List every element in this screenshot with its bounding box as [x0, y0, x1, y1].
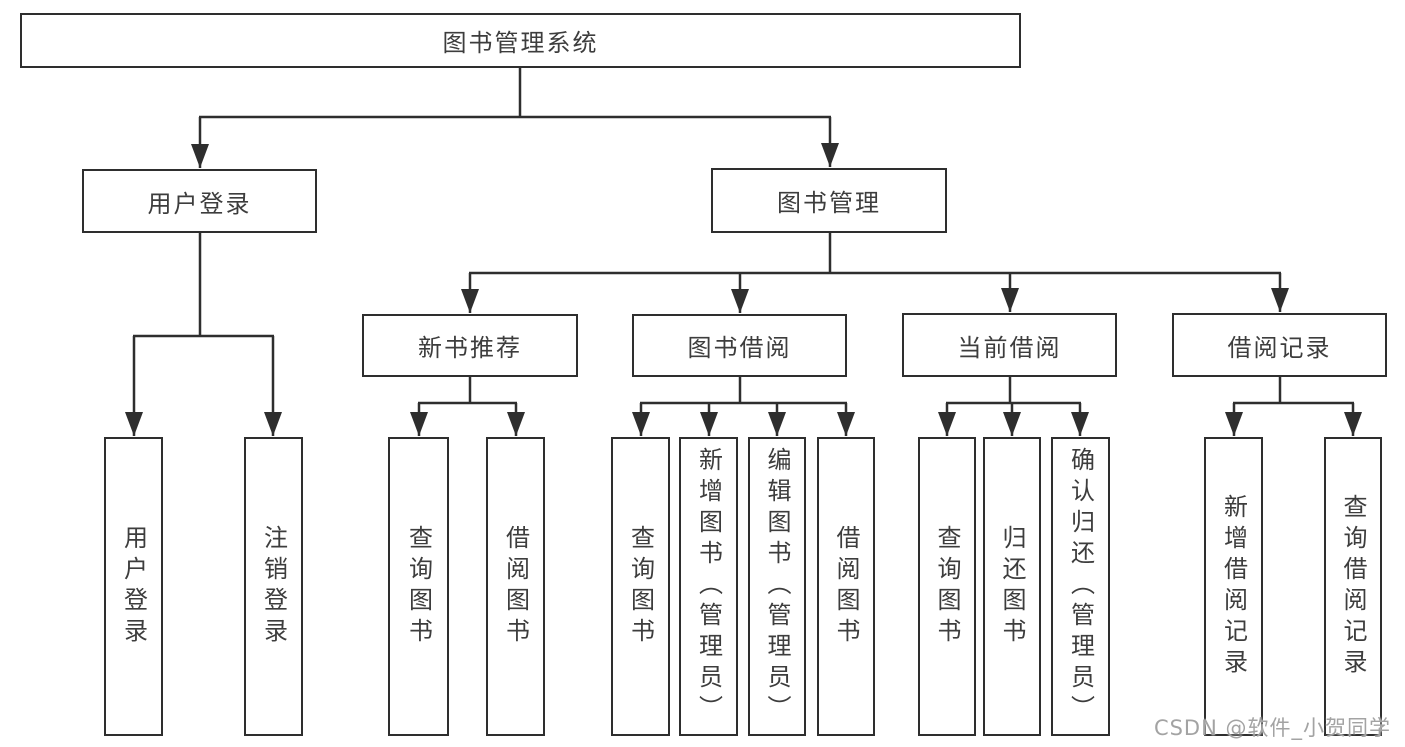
leaf-new-borrow-books-label: 借阅图书 [501, 524, 530, 649]
leaf-current-query-books: 查询图书 [918, 437, 976, 736]
node-book-management: 图书管理 [711, 168, 947, 233]
leaf-current-query-books-label: 查询图书 [933, 524, 961, 649]
leaf-current-return-books-label: 归还图书 [998, 524, 1026, 649]
leaf-new-borrow-books: 借阅图书 [486, 437, 545, 736]
node-borrowing-records: 借阅记录 [1172, 313, 1387, 377]
node-book-management-system: 图书管理系统 [20, 13, 1021, 68]
node-book-borrowing: 图书借阅 [632, 314, 847, 377]
node-user-login: 用户登录 [82, 169, 317, 233]
leaf-new-query-books: 查询图书 [388, 437, 449, 736]
leaf-borrow-add-books-admin: 新增图书（管理员） [679, 437, 738, 736]
leaf-borrow-borrow-books: 借阅图书 [817, 437, 875, 736]
leaf-records-add-record: 新增借阅记录 [1204, 437, 1263, 736]
leaf-current-confirm-return-admin-label: 确认归还（管理员） [1066, 447, 1095, 726]
leaf-borrow-edit-books-admin: 编辑图书（管理员） [748, 437, 806, 736]
connector-group [125, 68, 1362, 436]
node-current-borrowing: 当前借阅 [902, 313, 1117, 377]
leaf-borrow-query-books: 查询图书 [611, 437, 670, 736]
leaf-new-query-books-label: 查询图书 [404, 524, 433, 649]
leaf-borrow-query-books-label: 查询图书 [626, 524, 655, 649]
leaf-logout: 注销登录 [244, 437, 303, 736]
leaf-current-confirm-return-admin: 确认归还（管理员） [1051, 437, 1110, 736]
leaf-borrow-add-books-admin-label: 新增图书（管理员） [694, 447, 723, 726]
leaf-records-query-record-label: 查询借阅记录 [1339, 493, 1367, 680]
leaf-borrow-edit-books-admin-label: 编辑图书（管理员） [763, 447, 791, 726]
leaf-borrow-borrow-books-label: 借阅图书 [832, 524, 860, 649]
leaf-current-return-books: 归还图书 [983, 437, 1041, 736]
leaf-logout-label: 注销登录 [259, 524, 288, 649]
leaf-user-login-label: 用户登录 [119, 524, 148, 649]
leaf-user-login: 用户登录 [104, 437, 163, 736]
csdn-watermark: CSDN @软件_小贺同学 [1153, 716, 1391, 740]
leaf-records-add-record-label: 新增借阅记录 [1219, 493, 1248, 680]
node-new-book-recommendation: 新书推荐 [362, 314, 578, 377]
leaf-records-query-record: 查询借阅记录 [1324, 437, 1382, 736]
